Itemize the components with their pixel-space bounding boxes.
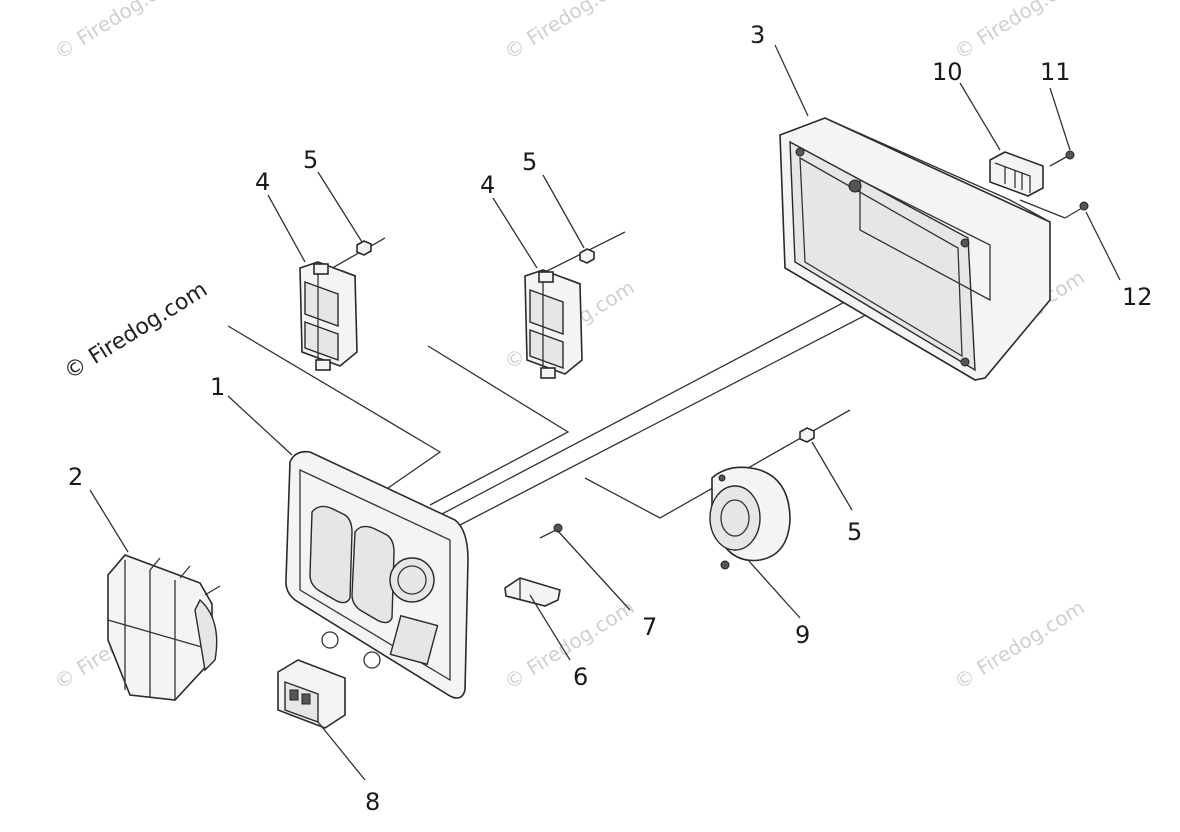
callout-11: 11: [1040, 58, 1071, 86]
callout-numbers: 1 2 3 4 4 5 5 5 6 7 8 9 10 11 12: [68, 21, 1153, 816]
twist-lock-receptacle: [709, 466, 791, 570]
callout-8: 8: [365, 788, 380, 816]
callout-9: 9: [795, 621, 810, 649]
callout-4-left: 4: [255, 168, 270, 196]
callout-4-middle: 4: [480, 171, 495, 199]
callout-2: 2: [68, 463, 83, 491]
callout-5-left: 5: [303, 146, 318, 174]
callout-1: 1: [210, 373, 225, 401]
watermark-bottom-center: © Firedog.com: [500, 595, 639, 694]
front-control-panel: [285, 450, 469, 699]
watermark-top-right: © Firedog.com: [950, 0, 1089, 64]
callout-3: 3: [750, 21, 765, 49]
nut-5-left: [356, 240, 372, 256]
callout-5-right: 5: [847, 518, 862, 546]
nut-5-middle: [579, 248, 595, 264]
callout-10: 10: [932, 58, 963, 86]
weather-cover: [107, 554, 221, 701]
nut-5-right: [799, 427, 815, 443]
watermark-bottom-right: © Firedog.com: [950, 595, 1089, 694]
pilot-lamp: [504, 577, 561, 607]
callout-5-middle: 5: [522, 148, 537, 176]
terminal-block: [989, 151, 1044, 197]
duplex-receptacle-middle: [524, 269, 583, 379]
watermark-top-center: © Firedog.com: [500, 0, 639, 64]
leader-lines: [89, 44, 1121, 781]
duplex-receptacle-left: [299, 261, 358, 371]
screw-12: [1064, 201, 1089, 219]
breaker-switch: [277, 659, 346, 729]
watermark-main: © Firedog.com: [60, 277, 212, 385]
rear-housing-box: [779, 117, 1051, 381]
watermark-top-left: © Firedog.com: [50, 0, 189, 64]
callout-12: 12: [1122, 283, 1153, 311]
callout-6: 6: [573, 663, 588, 691]
screw-11: [1049, 150, 1075, 167]
callout-7: 7: [642, 613, 657, 641]
